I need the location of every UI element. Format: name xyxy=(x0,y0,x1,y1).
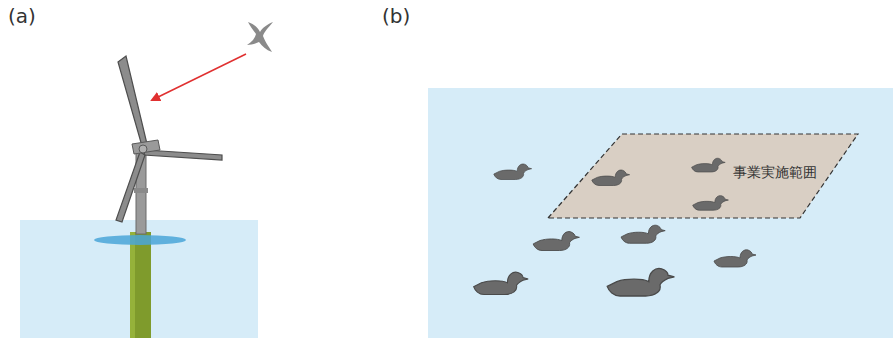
turbine-blade xyxy=(118,56,147,146)
turbine-blade xyxy=(116,152,145,222)
tower-ring xyxy=(134,188,148,193)
turbine-blade xyxy=(144,150,222,160)
panel-label: (b) xyxy=(382,4,410,28)
wave xyxy=(94,235,186,245)
sea-area xyxy=(20,220,258,338)
area-label: 事業実施範囲 xyxy=(733,164,817,182)
flight-arrow xyxy=(152,54,246,100)
seabirds xyxy=(474,158,756,296)
bird xyxy=(247,22,273,52)
tower-base xyxy=(130,232,151,338)
tower-highlight xyxy=(130,232,135,338)
hub xyxy=(139,145,147,153)
project-area-fill xyxy=(548,134,858,218)
nacelle xyxy=(132,140,160,154)
panel-label: (a) xyxy=(8,4,36,28)
project-area: 事業実施範囲 xyxy=(548,134,858,218)
sea-area xyxy=(428,88,893,338)
